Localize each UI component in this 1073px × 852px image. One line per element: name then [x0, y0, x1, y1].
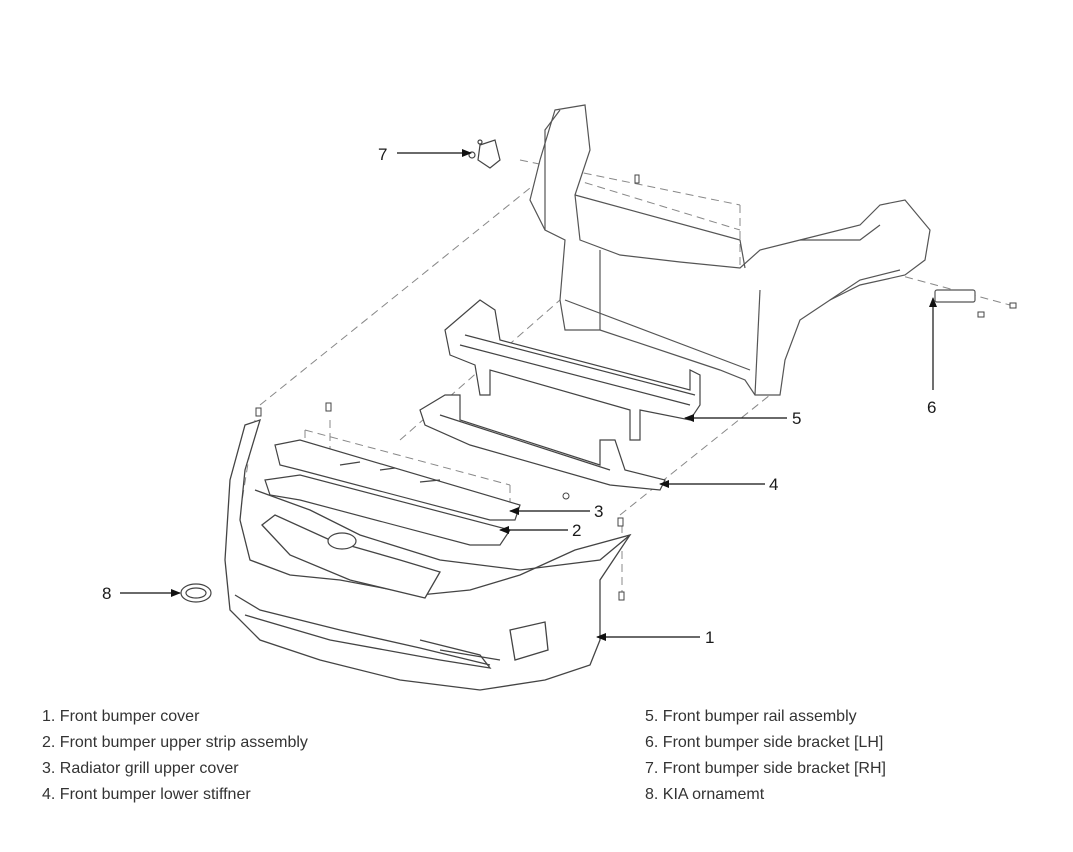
callout-number-4: 4 [769, 475, 778, 494]
callout-number-2: 2 [572, 521, 581, 540]
front-bumper-cover [224, 418, 632, 691]
bumper-lower-stiffener [419, 394, 666, 491]
side-bracket-rh [468, 139, 501, 169]
upper-strip-and-grill-cover [264, 439, 521, 546]
legend-item: 3. Radiator grill upper cover [42, 760, 239, 777]
legend-item: 5. Front bumper rail assembly [645, 708, 857, 725]
legend-item: 4. Front bumper lower stiffner [42, 786, 251, 803]
legend-item: 7. Front bumper side bracket [RH] [645, 760, 886, 777]
callout-number-5: 5 [792, 409, 801, 428]
legend-item: 6. Front bumper side bracket [LH] [645, 734, 884, 751]
callout-number-3: 3 [594, 502, 603, 521]
callout-leaders [120, 149, 937, 641]
parts-legend-right: 5. Front bumper rail assembly 6. Front b… [645, 704, 886, 808]
callout-numbers: 1 2 3 4 5 6 7 8 [102, 145, 936, 647]
callout-number-6: 6 [927, 398, 936, 417]
callout-number-1: 1 [705, 628, 714, 647]
callout-number-8: 8 [102, 584, 111, 603]
parts-legend-left: 1. Front bumper cover 2. Front bumper up… [42, 704, 308, 808]
legend-item: 2. Front bumper upper strip assembly [42, 734, 308, 751]
front-end-carrier [529, 104, 976, 396]
kia-ornament [180, 532, 357, 603]
legend-item: 1. Front bumper cover [42, 708, 200, 725]
exploded-parts-diagram: 1 2 3 4 5 6 7 8 [102, 104, 1017, 691]
legend-item: 8. KIA ornamemt [645, 786, 765, 803]
bumper-rail-assembly [444, 299, 701, 441]
fastener-bolts [255, 174, 1017, 601]
callout-number-7: 7 [378, 145, 387, 164]
